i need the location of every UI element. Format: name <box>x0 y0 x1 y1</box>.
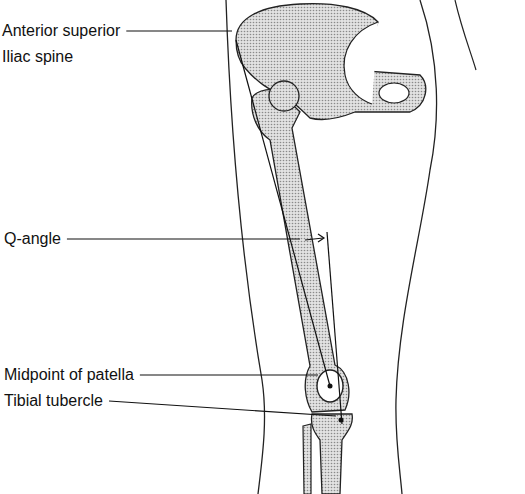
femoral-head <box>269 81 299 111</box>
leader-line <box>140 374 318 375</box>
leader-line <box>67 238 300 239</box>
patella-midpoint <box>328 384 333 389</box>
body-outline <box>455 0 476 70</box>
obturator-foramen <box>379 83 409 103</box>
leader-line <box>109 401 336 416</box>
leader-line <box>126 30 232 31</box>
tibia-bone <box>311 414 352 494</box>
tubercle-point <box>339 418 344 423</box>
part-label: Anterior superior Iliac spine <box>2 18 152 70</box>
part-label: Q-angle <box>4 226 61 252</box>
angle-arrow <box>318 234 324 242</box>
fibula-bone <box>303 424 311 494</box>
part-label: Midpoint of patella <box>4 362 134 388</box>
femur-bone <box>252 89 349 412</box>
tubercle-patella-line <box>327 232 342 424</box>
pelvis-cavity <box>344 22 378 104</box>
angle-marker <box>305 238 323 240</box>
part-label: Tibial tubercle <box>4 388 103 414</box>
asis-patella-line <box>236 40 330 386</box>
